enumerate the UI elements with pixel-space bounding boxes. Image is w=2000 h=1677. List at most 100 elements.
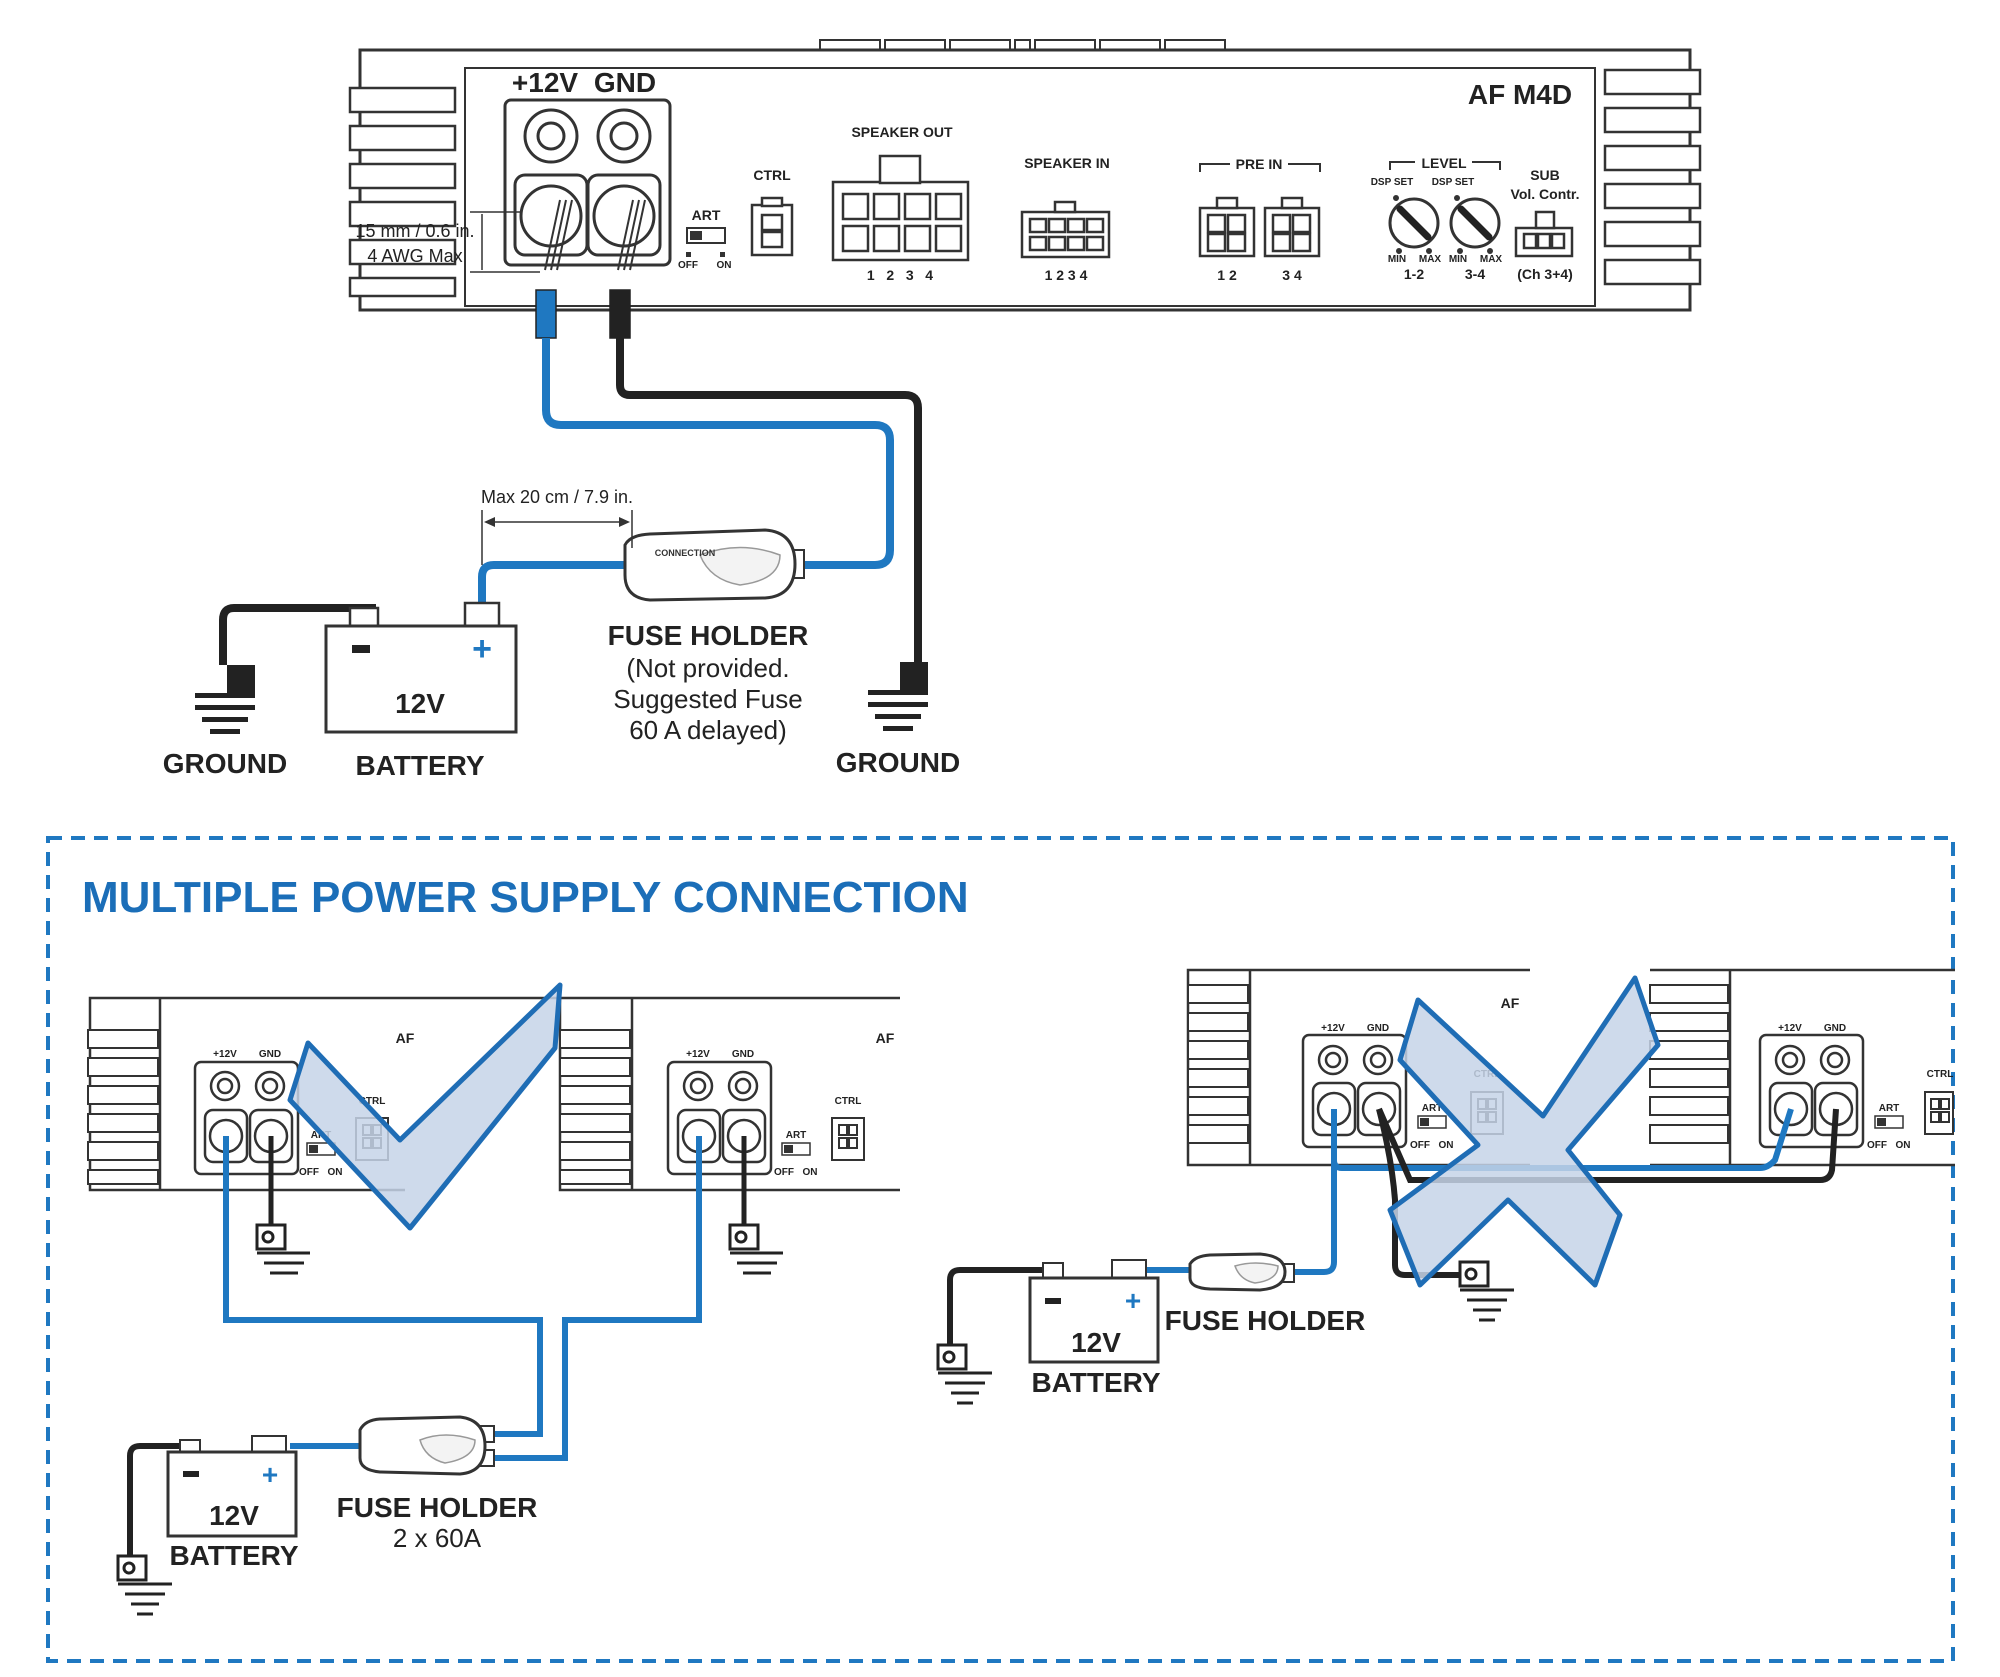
pre-in-numbers-3-4: 3 4 [1282, 267, 1302, 283]
wrong-amp-1-on: ON [1439, 1140, 1454, 1151]
max-distance-label: Max 20 cm / 7.9 in. [481, 487, 633, 507]
min-label-b: MIN [1449, 254, 1467, 265]
speaker-in-numbers: 1 2 3 4 [1045, 267, 1088, 283]
wrong-battery-label: BATTERY [1031, 1367, 1160, 1398]
multiple-supply-frame [46, 836, 1955, 1663]
correct-amp-2-gnd: GND [732, 1049, 754, 1060]
correct-amp-1-pos: +12V [213, 1049, 237, 1060]
gnd-terminal-label: GND [594, 67, 656, 98]
battery-plus: + [472, 630, 492, 668]
ctrl-connector[interactable] [750, 196, 794, 257]
level-knob-3-4[interactable] [1449, 195, 1501, 254]
level-ch-1-2: 1-2 [1404, 266, 1424, 282]
fuse-brand: CONNECTION [655, 548, 716, 558]
correct-amp-1-ground [255, 1223, 310, 1275]
pre-in-numbers-1-2: 1 2 [1217, 267, 1237, 283]
pos-terminal-label: +12V [512, 67, 578, 98]
wrong-battery-ground [936, 1343, 992, 1405]
pre-in-label: PRE IN [1236, 156, 1283, 172]
correct-battery-voltage: 12V [209, 1500, 259, 1531]
correct-fuse-rating: 2 x 60A [393, 1523, 482, 1553]
correct-example: +12V GND CTRL ART OFF ON AF [87, 982, 900, 1616]
correct-amp-1-ctrl: CTRL [359, 1096, 386, 1107]
sub-vol-connector[interactable] [1514, 210, 1574, 258]
battery-main: + 12V [219, 601, 518, 734]
speaker-out-label: SPEAKER OUT [851, 124, 953, 140]
correct-amp-2-art: ART [786, 1130, 807, 1141]
pre-in-connector-1-2[interactable] [1198, 196, 1256, 258]
correct-battery: + 12V [127, 1435, 298, 1560]
max-label-a: MAX [1419, 254, 1442, 265]
ctrl-label: CTRL [753, 167, 791, 183]
battery-label: BATTERY [355, 750, 484, 781]
correct-amp-2-label: AF [876, 1030, 895, 1046]
level-label: LEVEL [1421, 155, 1467, 171]
wrong-fuse-holder-label: FUSE HOLDER [1165, 1305, 1366, 1336]
wrong-amp-1-pos: +12V [1321, 1023, 1345, 1034]
speaker-in-label: SPEAKER IN [1024, 155, 1110, 171]
wrong-amp-1-off: OFF [1410, 1140, 1430, 1151]
wrong-amp-2-on: ON [1896, 1140, 1911, 1151]
checkmark-icon [287, 982, 563, 1231]
cross-icon [1387, 975, 1661, 1288]
sub-label: SUB [1530, 167, 1560, 183]
wrong-amp-2-gnd: GND [1824, 1023, 1846, 1034]
max-label-b: MAX [1480, 254, 1503, 265]
correct-battery-plus: + [262, 1459, 278, 1490]
dsp-set-label-b: DSP SET [1432, 177, 1475, 188]
amp-model-label: AF M4D [1468, 79, 1572, 110]
ground-symbol-right [868, 662, 928, 731]
wrong-amp-1-label: AF [1501, 995, 1520, 1011]
correct-fuse-holder-label: FUSE HOLDER [337, 1492, 538, 1523]
art-label: ART [692, 207, 721, 223]
ground-label-left: GROUND [163, 748, 287, 779]
correct-amp-2-pos: +12V [686, 1049, 710, 1060]
wrong-amp-2-off: OFF [1867, 1140, 1887, 1151]
speaker-out-connector[interactable] [831, 154, 970, 262]
correct-amp-1-label: AF [396, 1030, 415, 1046]
dsp-set-label-a: DSP SET [1371, 177, 1414, 188]
fuse-holder-label: FUSE HOLDER [608, 620, 809, 651]
cable-note-line1: 15 mm / 0.6 in. [355, 221, 474, 241]
correct-fuse-holder [358, 1415, 495, 1476]
speaker-in-connector[interactable] [1020, 200, 1111, 259]
correct-battery-ground [116, 1554, 172, 1616]
ground-symbol-left [195, 665, 255, 734]
battery-voltage: 12V [395, 688, 445, 719]
ground-label-right: GROUND [836, 747, 960, 778]
correct-amp-1-off: OFF [299, 1167, 319, 1178]
level-knob-1-2[interactable] [1388, 195, 1440, 254]
correct-amp-1-gnd: GND [259, 1049, 281, 1060]
correct-amp-2-on: ON [803, 1167, 818, 1178]
wrong-amp-2-ctrl: CTRL [1927, 1069, 1954, 1080]
wrong-example: +12V GND CTRL ART OFF ON AF [936, 968, 1955, 1405]
fuse-holder: CONNECTION [623, 528, 805, 602]
wrong-fuse-holder [1188, 1252, 1295, 1292]
fuse-note-line3: 60 A delayed) [629, 715, 787, 745]
correct-amp-1-on: ON [328, 1167, 343, 1178]
multiple-title: MULTIPLE POWER SUPPLY CONNECTION [82, 873, 969, 922]
pre-in-connector-3-4[interactable] [1263, 196, 1321, 258]
wrong-battery-plus: + [1125, 1285, 1141, 1316]
wrong-amp-ground [1458, 1260, 1514, 1322]
amplifier-main: +12V GND 15 mm / 0.6 in. 4 AWG Max ART O… [348, 39, 1702, 312]
correct-amp-2-ctrl: CTRL [835, 1096, 862, 1107]
correct-amp-2-off: OFF [774, 1167, 794, 1178]
correct-amp-2: +12V GND CTRL ART OFF ON AF [558, 996, 900, 1192]
vol-contr-label: Vol. Contr. [1511, 186, 1580, 202]
level-ch-3-4: 3-4 [1465, 266, 1485, 282]
correct-amp-2-ground [728, 1223, 783, 1275]
wrong-amp-2: +12V GND CTRL ART OFF ON [1649, 968, 1955, 1167]
wrong-amp-2-pos: +12V [1778, 1023, 1802, 1034]
main-wiring: CONNECTION Max 20 cm / 7.9 in. + 12V BAT… [163, 289, 960, 781]
fuse-note-line2: Suggested Fuse [613, 684, 802, 714]
fuse-note-line1: (Not provided. [626, 653, 789, 683]
speaker-out-numbers: 1 2 3 4 [867, 267, 933, 283]
art-off-label: OFF [678, 260, 698, 271]
wrong-amp-1-gnd: GND [1367, 1023, 1389, 1034]
min-label-a: MIN [1388, 254, 1406, 265]
art-on-label: ON [717, 260, 732, 271]
wrong-amp-1-art: ART [1422, 1103, 1443, 1114]
wrong-battery-voltage: 12V [1071, 1327, 1121, 1358]
